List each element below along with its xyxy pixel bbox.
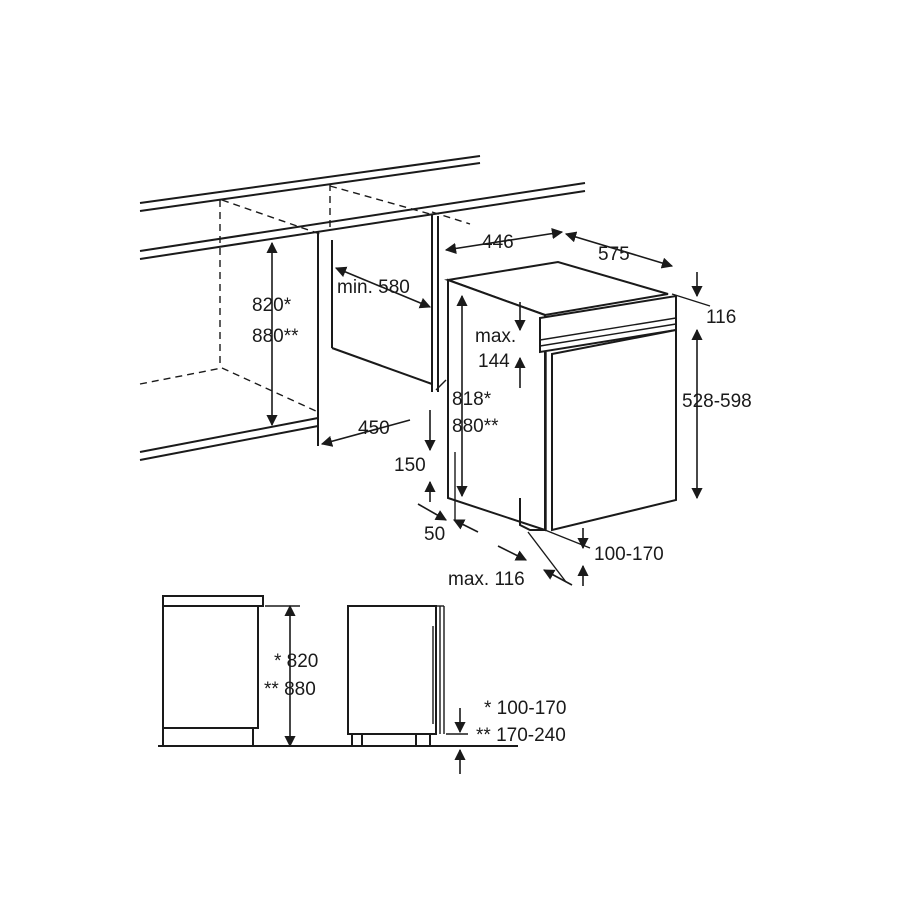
door-height-label: 528-598 [682,391,752,412]
appliance-height-label-2: 880** [452,416,499,437]
plinth-recess-label: max. 116 [448,569,525,590]
plinth-height-side-label-2: ** 170-240 [476,725,566,746]
niche-depth-label: min. 580 [337,277,410,298]
plinth-depth-label: 150 [394,455,426,476]
niche-width-label: 450 [358,418,390,439]
plinth-height-side-label-1: * 100-170 [484,698,566,719]
niche-height-label-2: 880** [252,326,299,347]
side-dimension-labels: * 820 ** 880 * 100-170 ** 170-240 [264,651,566,746]
dishwasher-appliance [444,260,677,532]
kitchen-cabinet-niche [139,155,586,461]
neighbouring-cabinet-side [162,595,264,747]
panel-gap-label-1: max. [475,326,516,347]
panel-gap-label-2: 144 [478,351,510,372]
plinth-height-label: 100-170 [594,544,664,565]
dishwasher-side-elevation [347,605,445,747]
top-dimension-lines [266,228,711,586]
appliance-depth-label: 575 [598,244,630,265]
appliance-height-label-1: 818* [452,389,492,410]
panel-top-label: 116 [706,307,736,328]
cabinet-height-label-2: ** 880 [264,679,316,700]
niche-height-label-1: 820* [252,295,292,316]
side-dimension-lines [265,604,468,774]
appliance-width-label: 446 [482,232,514,253]
top-dimension-labels: 820* 880** min. 580 450 446 575 116 max.… [252,232,752,590]
plinth-offset-label: 50 [424,524,445,545]
cabinet-height-label-1: * 820 [274,651,318,672]
